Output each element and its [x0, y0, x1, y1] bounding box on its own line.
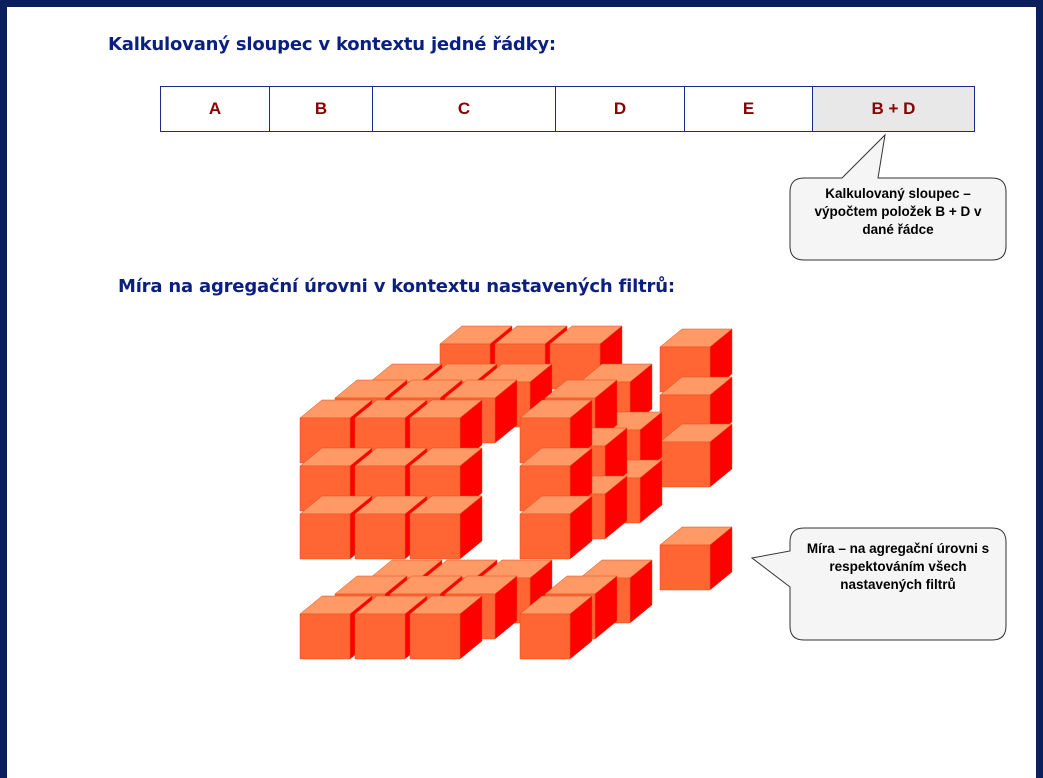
- column-e: E: [684, 86, 813, 132]
- cube: [409, 595, 483, 660]
- cube-cluster: [299, 325, 733, 660]
- column-table: A B C D E B + D: [160, 86, 975, 132]
- column-d: D: [555, 86, 685, 132]
- cube: [519, 595, 593, 660]
- callout-calculated-column-text: Kalkulovaný sloupec – výpočtem položek B…: [814, 186, 982, 237]
- callout-measure-shape: [750, 527, 1007, 641]
- callout-calculated-column-shape: [789, 133, 1007, 261]
- cube: [659, 328, 733, 393]
- column-a: A: [160, 86, 270, 132]
- row-context-heading: Kalkulovaný sloupec v kontextu jedné řád…: [108, 34, 556, 55]
- cube: [519, 495, 593, 560]
- column-c: C: [372, 86, 556, 132]
- column-b-plus-d: B + D: [812, 86, 975, 132]
- cube: [659, 526, 733, 591]
- measure-context-heading: Míra na agregační úrovni v kontextu nast…: [118, 276, 675, 297]
- cube: [659, 423, 733, 488]
- cube: [409, 495, 483, 560]
- callout-measure-text: Míra – na agregační úrovni s respektován…: [806, 541, 990, 592]
- column-b: B: [269, 86, 373, 132]
